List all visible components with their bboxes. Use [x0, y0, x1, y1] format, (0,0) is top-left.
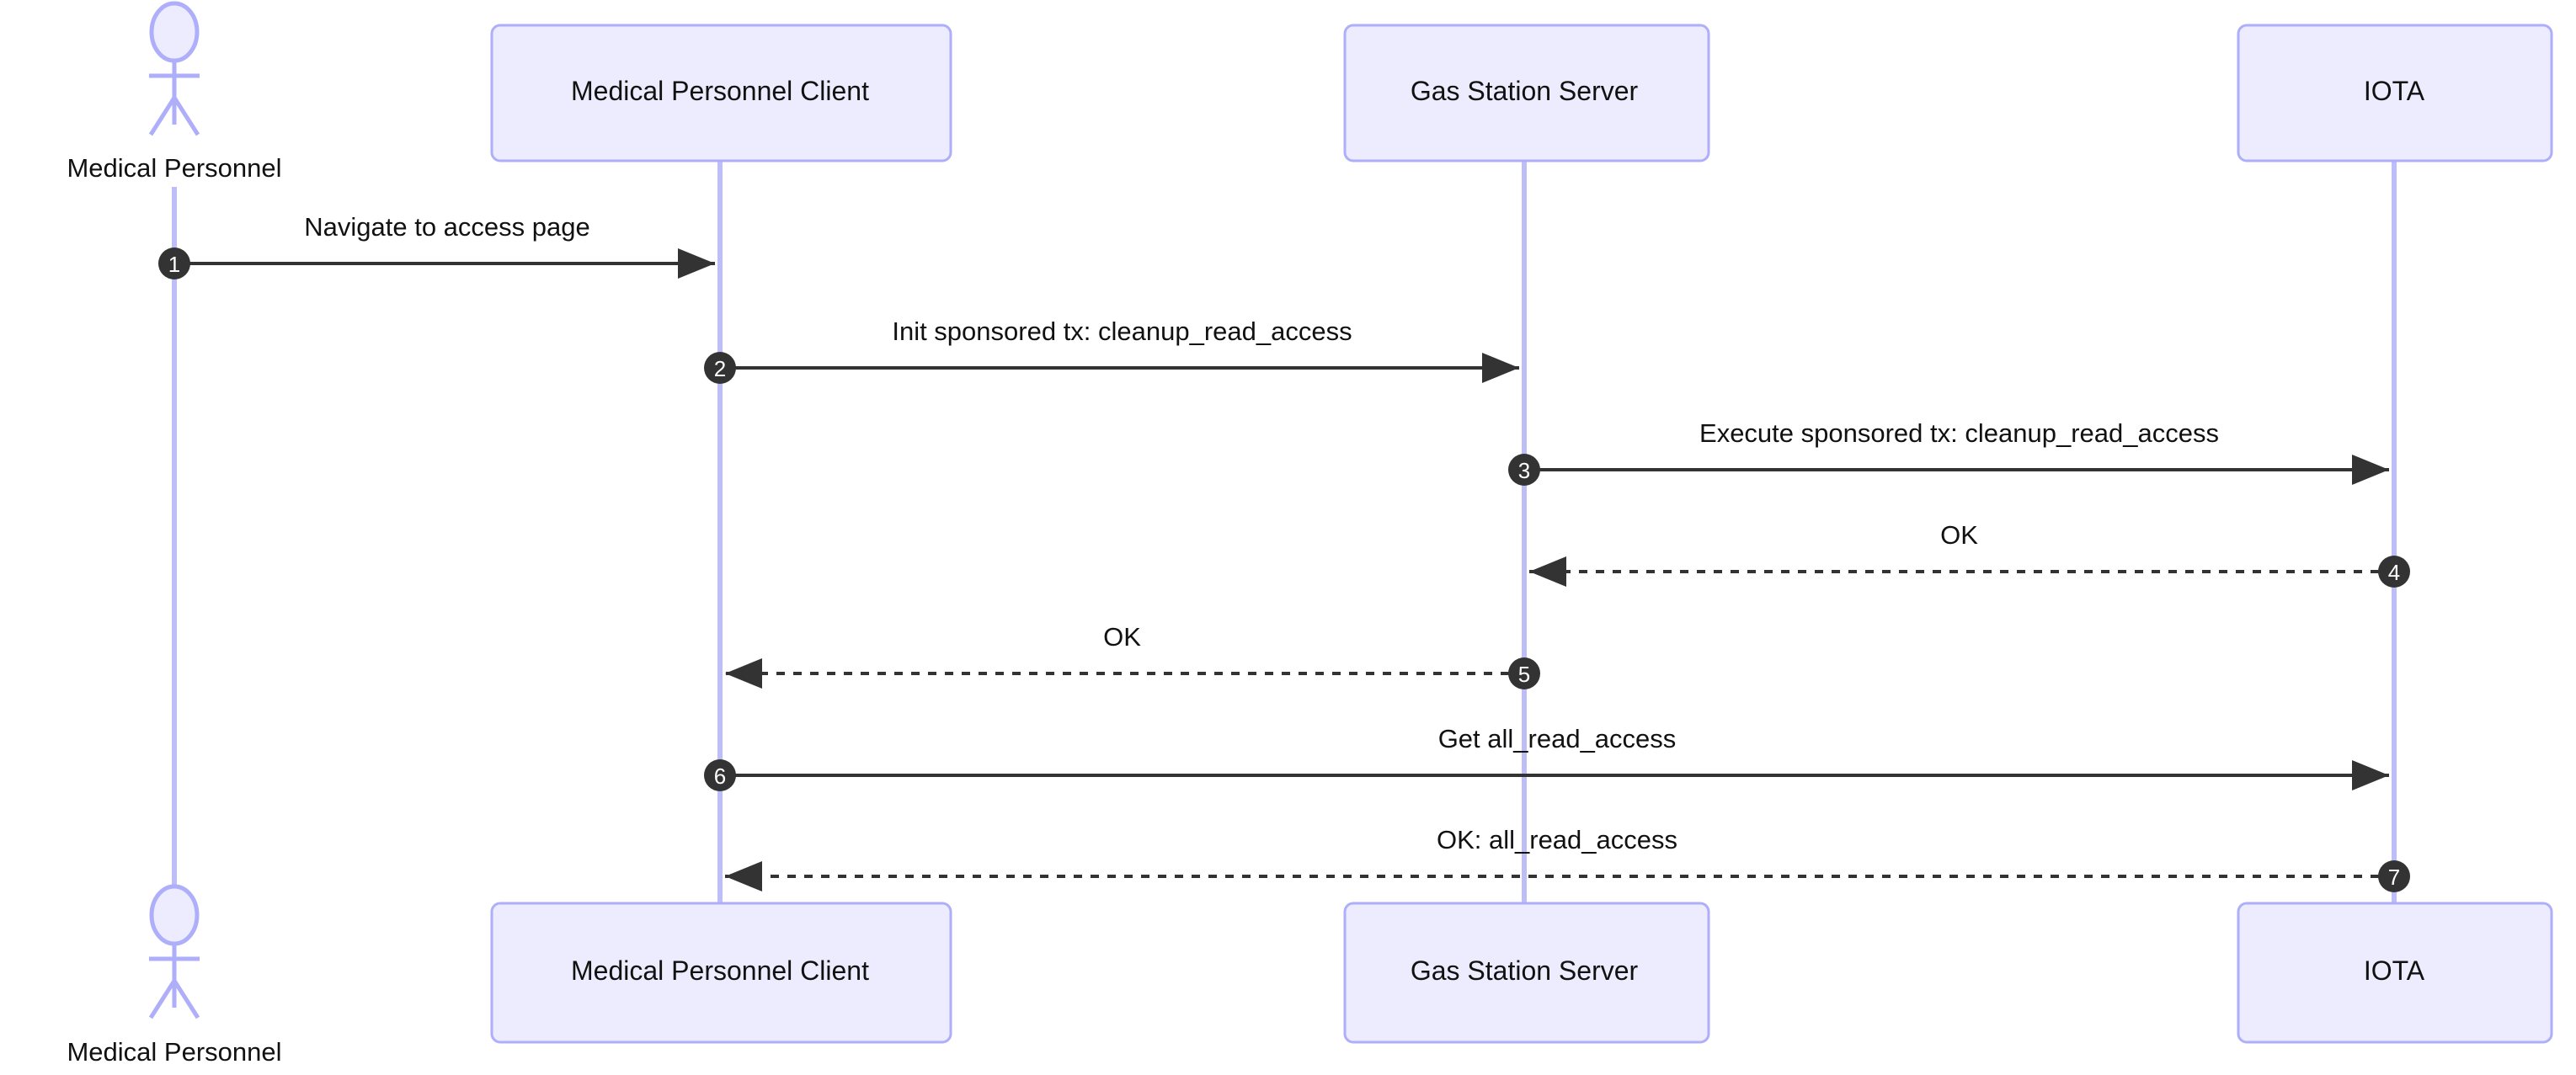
- sequence-marker-number-5: 5: [1518, 662, 1530, 687]
- message-label-7: OK: all_read_access: [1437, 825, 1677, 854]
- message-label-3: Execute sponsored tx: cleanup_read_acces…: [1699, 418, 2219, 448]
- actor-leg-right-bottom: [172, 979, 200, 1019]
- message-label-4: OK: [1940, 520, 1978, 550]
- sequence-marker-circle-5: [1508, 657, 1540, 689]
- sequence-marker-circle-6: [704, 759, 736, 791]
- participant-label-iota-top: IOTA: [2364, 76, 2425, 106]
- participant-box-server-bottom: [1343, 902, 1710, 1044]
- sequence-marker-circle-2: [704, 352, 736, 384]
- participant-label-iota-bottom: IOTA: [2364, 955, 2425, 986]
- sequence-marker-number-1: 1: [168, 252, 180, 277]
- sequence-marker-number-2: 2: [714, 356, 726, 381]
- message-1: Navigate to access page 1: [158, 212, 715, 279]
- message-label-2: Init sponsored tx: cleanup_read_access: [892, 317, 1352, 346]
- participant-label-client-bottom: Medical Personnel Client: [571, 955, 869, 986]
- sequence-marker-circle-7: [2378, 860, 2410, 892]
- actor-head-top: [149, 1, 200, 63]
- actor-head-bottom: [149, 884, 200, 946]
- message-label-5: OK: [1103, 622, 1141, 652]
- message-4: OK 4: [1529, 520, 2410, 588]
- participant-label-client-top: Medical Personnel Client: [571, 76, 869, 106]
- sequence-marker-number-3: 3: [1518, 458, 1530, 483]
- participant-box-client-bottom: [490, 902, 952, 1044]
- message-7: OK: all_read_access 7: [725, 825, 2410, 892]
- message-2: Init sponsored tx: cleanup_read_access 2: [704, 317, 1519, 384]
- sequence-marker-circle-3: [1508, 454, 1540, 486]
- sequence-marker-number-7: 7: [2388, 865, 2400, 890]
- sequence-marker-circle-1: [158, 247, 190, 279]
- participant-box-server-top: [1343, 24, 1710, 162]
- actor-label-bottom: Medical Personnel: [67, 1037, 281, 1067]
- message-label-1: Navigate to access page: [304, 212, 590, 242]
- participant-label-server-top: Gas Station Server: [1411, 76, 1639, 106]
- message-5: OK 5: [725, 622, 1540, 689]
- message-label-6: Get all_read_access: [1438, 724, 1677, 753]
- sequence-marker-number-4: 4: [2388, 560, 2400, 585]
- actor-label-top: Medical Personnel: [67, 153, 281, 183]
- sequence-marker-circle-4: [2378, 556, 2410, 588]
- participant-box-iota-top: [2237, 24, 2553, 162]
- message-3: Execute sponsored tx: cleanup_read_acces…: [1508, 418, 2389, 486]
- sequence-marker-number-6: 6: [714, 764, 726, 789]
- lifelines-group: [172, 161, 2397, 912]
- participant-box-client-top: [490, 24, 952, 162]
- message-6: Get all_read_access 6: [704, 724, 2389, 791]
- participants-top-group: Medical Personnel Medical Personnel Clien…: [67, 1, 2553, 183]
- actor-leg-left-bottom: [148, 979, 177, 1019]
- participants-bottom-group: Medical Personnel Medical Personnel Clien…: [67, 884, 2553, 1067]
- participant-label-server-bottom: Gas Station Server: [1411, 955, 1639, 986]
- actor-leg-left-top: [148, 96, 177, 136]
- participant-box-iota-bottom: [2237, 902, 2553, 1044]
- actor-leg-right-top: [172, 96, 200, 136]
